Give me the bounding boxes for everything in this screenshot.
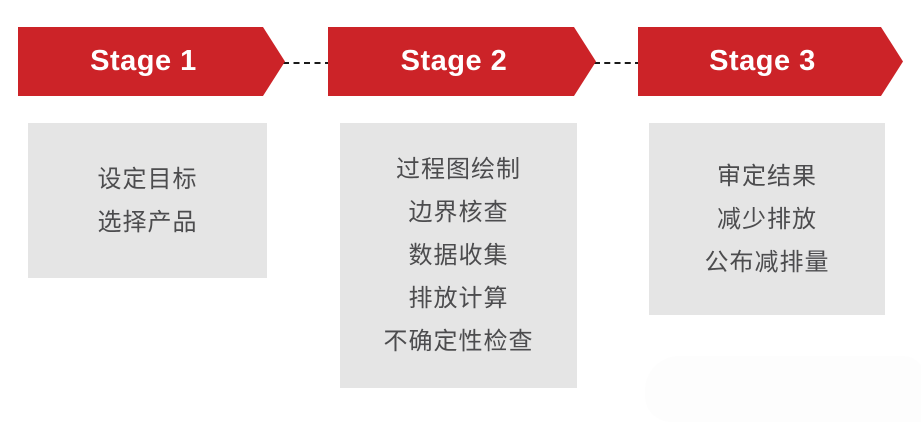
stage1-task-box: 设定目标 选择产品	[28, 123, 267, 278]
watermark-blob	[645, 356, 921, 422]
stage2-task-1: 过程图绘制	[396, 156, 521, 183]
connector-dash-2	[594, 62, 641, 64]
stage2-task-box: 过程图绘制 边界核查 数据收集 排放计算 不确定性检查	[340, 123, 577, 388]
stage2-task-2: 边界核查	[408, 199, 509, 226]
stage3-task-3: 公布减排量	[704, 248, 830, 276]
connector-dash-1	[283, 62, 331, 64]
stage1-task-1: 设定目标	[97, 165, 198, 193]
stage3-label: Stage 3	[709, 45, 816, 77]
stage3-arrow-banner: Stage 3	[638, 27, 903, 96]
stage1-task-2: 选择产品	[97, 208, 198, 236]
stage2-task-3: 数据收集	[408, 242, 509, 269]
stage3-task-1: 审定结果	[717, 162, 817, 190]
stage2-arrow-banner: Stage 2	[328, 27, 596, 96]
stage2-label: Stage 2	[400, 45, 508, 77]
stage1-arrow-banner: Stage 1	[18, 27, 285, 96]
stage1-label: Stage 1	[90, 45, 197, 77]
stage3-task-box: 审定结果 减少排放 公布减排量	[649, 123, 885, 315]
stage3-task-2: 减少排放	[717, 205, 817, 233]
stage2-task-4: 排放计算	[408, 285, 509, 312]
stage2-task-5: 不确定性检查	[383, 328, 534, 355]
